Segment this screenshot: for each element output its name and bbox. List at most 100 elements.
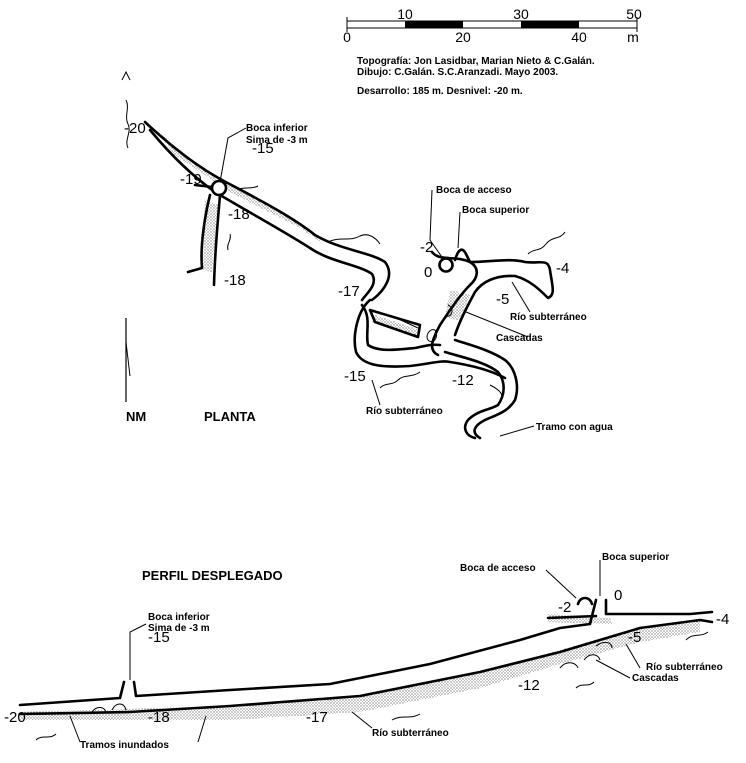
scale-tick-0: 0 <box>343 29 351 45</box>
plan-flow-arrow-c <box>391 315 419 329</box>
plan-view: NM PLANTA Boca inferior Sima de -3 m Boc… <box>121 70 613 440</box>
profile-depth-m15: -15 <box>148 629 170 646</box>
north-arrow-label: NM <box>126 409 146 424</box>
plan-depth-m2: -2 <box>420 239 433 256</box>
leader-boca-inferior <box>219 127 247 183</box>
plan-depth-m18b: -18 <box>224 272 246 289</box>
credit-topografia: Topografía: Jon Lasidbar, Marian Nieto &… <box>357 56 595 67</box>
plan-flow-arrow-b <box>327 234 381 245</box>
plan-depth-m19: -19 <box>180 171 202 188</box>
plan-side-passage <box>368 308 422 339</box>
plan-label-cascadas: Cascadas <box>496 333 543 344</box>
plan-label-rio-2: Río subterráneo <box>366 406 443 417</box>
profile-label-cascadas: Cascadas <box>632 673 679 684</box>
profile-label-boca-inferior: Boca inferior <box>148 612 210 623</box>
profile-floor <box>18 618 714 716</box>
profile-depth-m12: -12 <box>518 677 540 694</box>
plan-flow-arrow-e <box>527 231 566 255</box>
leader-boca-acceso <box>429 189 445 261</box>
profile-flow-arrow-e <box>685 631 709 641</box>
plan-flooded-west <box>150 125 325 245</box>
plan-label-rio-1: Río subterráneo <box>510 312 587 323</box>
profile-depth-m4: -4 <box>716 611 729 628</box>
profile-leader-rio-2 <box>351 711 373 729</box>
plan-wall-se-a <box>453 338 519 440</box>
plan-wall-branch-a <box>186 193 212 274</box>
plan-wall-north <box>143 120 391 302</box>
plan-flooded-south-branch <box>203 200 218 272</box>
plan-depth-m15: -15 <box>252 140 274 157</box>
plan-depth-m20: -20 <box>124 120 146 137</box>
plan-flooded-side <box>372 315 420 336</box>
scale-tick-40: 40 <box>571 29 587 45</box>
plan-flow-arrow-nw <box>125 99 130 149</box>
profile-rocks-cascade <box>559 641 613 669</box>
profile-entrance-floor <box>546 614 598 620</box>
profile-label-boca-acceso: Boca de acceso <box>460 563 536 574</box>
profile-depth-m17: -17 <box>306 709 328 726</box>
plan-flooded-cascade <box>445 290 470 320</box>
plan-rock-a <box>426 329 438 343</box>
profile-depth-m20: -20 <box>4 709 26 726</box>
plan-wall-branch-b <box>212 193 222 287</box>
credits: Topografía: Jon Lasidbar, Marian Nieto &… <box>357 56 595 97</box>
profile-title: PERFIL DESPLEGADO <box>142 568 283 583</box>
profile-depth-m18: -18 <box>148 709 170 726</box>
plan-flow-arrow-a <box>237 185 259 191</box>
north-arrow-tick <box>125 341 131 377</box>
plan-rock-se <box>489 384 503 403</box>
credit-dibujo: Dibujo: C.Galán. S.C.Aranzadi. Mayo 2003… <box>357 67 558 78</box>
plan-wall-stub <box>193 183 214 189</box>
profile-label-rio-2: Río subterráneo <box>372 728 449 739</box>
leader-rio-1 <box>511 281 531 313</box>
profile-leader-boca-acceso <box>545 569 577 599</box>
profile-rocks-west <box>91 703 127 713</box>
plan-label-sima: Sima de -3 m <box>246 135 308 146</box>
plan-arrowhead-nw <box>121 70 131 81</box>
plan-label-boca-inferior: Boca inferior <box>246 123 308 134</box>
plan-depth-m17: -17 <box>338 283 360 300</box>
leader-tramo-agua <box>499 425 535 437</box>
plan-label-boca-superior: Boca superior <box>462 205 529 216</box>
plan-boca-acceso-shaft <box>438 257 454 273</box>
plan-sima-shaft <box>210 179 228 197</box>
scale-tick-50: 50 <box>626 6 642 22</box>
plan-depth-m18a: -18 <box>228 206 250 223</box>
scale-tick-20: 20 <box>455 29 471 45</box>
plan-rock-b <box>445 304 453 317</box>
profile-leader-rio-1 <box>625 643 641 669</box>
plan-wall-east-a <box>430 250 479 357</box>
plan-depth-m12: -12 <box>452 372 474 389</box>
plan-boca-superior <box>453 248 472 264</box>
plan-title: PLANTA <box>204 409 256 424</box>
profile-flow-arrow-mid <box>391 713 421 721</box>
plan-flow-arrow-branch <box>227 233 231 251</box>
scale-tick-10: 10 <box>397 6 413 22</box>
profile-leader-tramos <box>69 715 207 743</box>
profile-depth-0: 0 <box>614 587 622 604</box>
plan-wall-loop-inner <box>360 303 442 352</box>
plan-depth-m15b: -15 <box>344 368 366 385</box>
leader-cascadas <box>465 311 529 338</box>
plan-wall-east-b <box>453 258 555 337</box>
leader-boca-superior <box>457 211 461 249</box>
profile-leader-cascadas <box>595 659 631 679</box>
profile-label-boca-superior: Boca superior <box>602 552 669 563</box>
profile-label-sima: Sima de -3 m <box>148 623 210 634</box>
plan-flow-arrow-s <box>379 371 421 389</box>
profile-view: PERFIL DESPLEGADO Boca de acceso Boca su… <box>4 552 729 751</box>
credit-desarrollo: Desarrollo: 185 m. Desnivel: -20 m. <box>357 86 523 97</box>
scale-tick-30: 30 <box>513 6 529 22</box>
profile-boca-acceso-shaft <box>576 596 594 606</box>
scale-unit: m <box>627 29 639 45</box>
plan-wall-south <box>148 128 376 302</box>
plan-depth-m5: -5 <box>496 291 509 308</box>
profile-leader-boca-inferior <box>129 623 147 680</box>
plan-wall-loop-outer <box>353 298 507 380</box>
leader-rio-2 <box>371 379 381 406</box>
plan-wall-se-b <box>443 350 505 440</box>
profile-flow-arrow-cascade <box>575 681 595 689</box>
profile-ceiling <box>18 598 714 707</box>
